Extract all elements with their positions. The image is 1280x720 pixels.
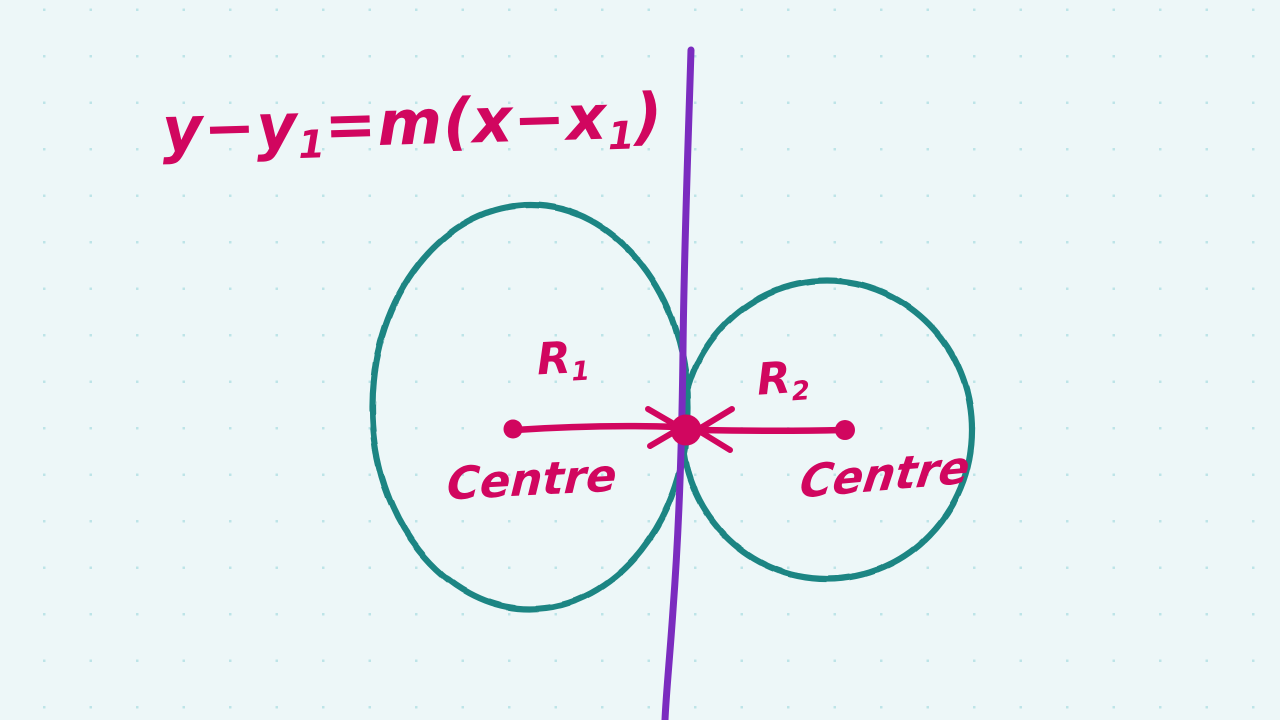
circle-2 (678, 277, 976, 583)
formula-rhs-minus: − (512, 81, 568, 157)
formula-rhs-base: x (471, 83, 515, 158)
centre-label-left: Centre (445, 448, 619, 511)
circle-1 (368, 201, 692, 613)
formula-rhs-subscript: 1 (607, 113, 636, 160)
formula-lhs-minus: − (202, 90, 258, 165)
point-slope-formula: y−y1=m(x−x1) (160, 79, 664, 169)
radius-1-arrow (503, 406, 682, 449)
formula-slope: m (376, 85, 444, 160)
intersection-point (670, 414, 702, 446)
radius-2-arrow (696, 406, 855, 453)
formula-lhs-subscript: 1 (297, 122, 326, 168)
radius-1-letter: R (535, 332, 573, 386)
radius-2-label: R2 (755, 352, 812, 408)
radius-2-subscript: 2 (790, 375, 812, 408)
formula-lhs-term: y (255, 89, 299, 164)
formula-close-paren: ) (632, 79, 665, 153)
formula-equals: = (323, 87, 379, 162)
centre-label-right: Centre (796, 440, 974, 509)
formula-open-paren: ( (441, 84, 474, 159)
formula-rhs-term: x (565, 80, 609, 155)
radius-1-label: R1 (535, 332, 591, 388)
radius-2-letter: R (755, 352, 793, 406)
radius-1-subscript: 1 (570, 355, 591, 388)
formula-lhs-base: y (160, 91, 205, 166)
